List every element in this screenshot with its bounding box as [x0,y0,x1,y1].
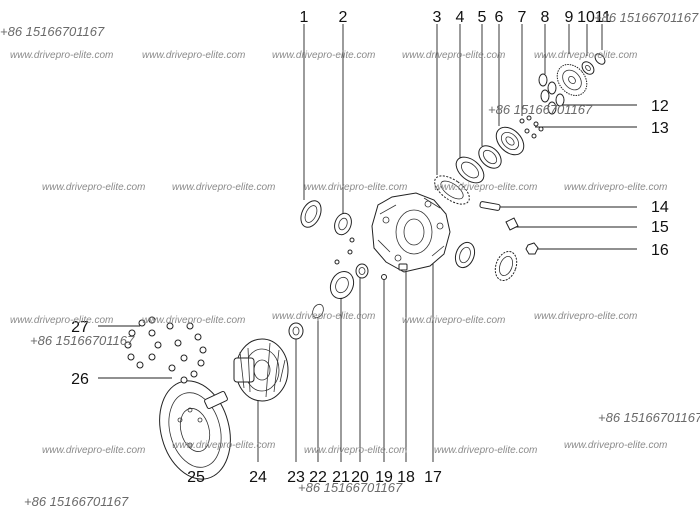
watermark-url: www.drivepro-elite.com [42,445,146,456]
part-15-lock-pin [505,217,519,231]
watermark-url: www.drivepro-elite.com [402,315,506,326]
callout-19: 19 [375,469,393,486]
watermark-phone: +86 15166701167 [30,333,135,348]
callout-12: 12 [651,98,669,115]
callout-21: 21 [332,469,350,486]
watermark-url: www.drivepro-elite.com [534,50,638,61]
part-9-side-gear [556,64,588,96]
callout-1: 1 [300,9,309,26]
callout-14: 14 [651,199,669,216]
part-16-nut [525,242,539,255]
part-4-bearing-cup [455,156,485,184]
callout-16: 16 [651,242,669,259]
watermark-url: www.drivepro-elite.com [402,50,506,61]
part-22-snap-ring [312,303,324,319]
callout-18: 18 [397,469,415,486]
watermark-url: www.drivepro-elite.com [172,440,276,451]
part-11-ring [594,53,606,65]
part-8-pinion-gears [538,73,565,115]
callout-27: 27 [71,319,89,336]
part-17-differential-housing [371,192,451,273]
part-5-bearing-cone [478,145,502,169]
watermark-url: www.drivepro-elite.com [142,50,246,61]
watermark-url: www.drivepro-elite.com [272,50,376,61]
callout-20: 20 [351,469,369,486]
callout-3: 3 [433,9,442,26]
part-27-nut-set [168,322,207,384]
part-small-bits [334,237,355,265]
part-14-cross-pin [479,201,501,211]
callout-13: 13 [651,120,669,137]
callout-4: 4 [456,9,465,26]
callout-6: 6 [495,9,504,26]
watermark-url: www.drivepro-elite.com [304,445,408,456]
watermark-phone: +86 15166701167 [594,10,699,25]
part-19-small-bolt [381,274,387,280]
callout-7: 7 [518,9,527,26]
callout-8: 8 [541,9,550,26]
watermark-url: www.drivepro-elite.com [434,182,538,193]
callout-10: 10 [577,9,595,26]
watermark-url: www.drivepro-elite.com [172,182,276,193]
part-23-seal [288,322,304,340]
watermark-url: www.drivepro-elite.com [534,311,638,322]
callout-15: 15 [651,219,669,236]
callout-9: 9 [565,9,574,26]
callout-23: 23 [287,469,305,486]
watermark-url: www.drivepro-elite.com [564,440,668,451]
part-3-thrust-washer [434,175,470,205]
watermark-url: www.drivepro-elite.com [434,445,538,456]
part-17-side-bearing [454,241,518,282]
callout-22: 22 [309,469,327,486]
leader-lines [98,24,637,462]
part-24-drive-pinion [233,338,289,402]
part-20-bearing [355,263,369,279]
watermark-phone: +86 15166701167 [488,102,593,117]
watermark-url: www.drivepro-elite.com [272,311,376,322]
callout-25: 25 [187,469,205,486]
watermark-phone: +86 15166701167 [298,480,403,495]
part-18-bolt [398,263,408,271]
part-6-side-gear [495,126,525,156]
callout-24: 24 [249,469,267,486]
watermark-url: www.drivepro-elite.com [10,50,114,61]
callout-11: 11 [595,9,612,26]
callout-2: 2 [339,9,348,26]
part-1-bearing-cup [300,200,322,228]
watermark-phone: +86 15166701167 [598,410,700,425]
part-21-bearing-cup [329,270,355,300]
watermark-url: www.drivepro-elite.com [564,182,668,193]
watermark-phone: +86 15166701167 [24,494,129,509]
watermark-url: www.drivepro-elite.com [42,182,146,193]
watermark-url: www.drivepro-elite.com [10,315,114,326]
part-2-bearing-cone [334,212,352,236]
watermark-url: www.drivepro-elite.com [304,182,408,193]
part-26-bolt-set [124,316,174,369]
callout-26: 26 [71,371,89,388]
callout-17: 17 [424,469,442,486]
callout-numbers: 1 2 3 4 5 6 7 8 9 10 11 12 13 14 15 16 1… [71,9,669,486]
callout-5: 5 [478,9,487,26]
part-13-small-washers [519,115,544,139]
watermark-url: www.drivepro-elite.com [142,315,246,326]
watermark-phone: +86 15166701167 [0,24,105,39]
part-10-washer [581,61,595,75]
